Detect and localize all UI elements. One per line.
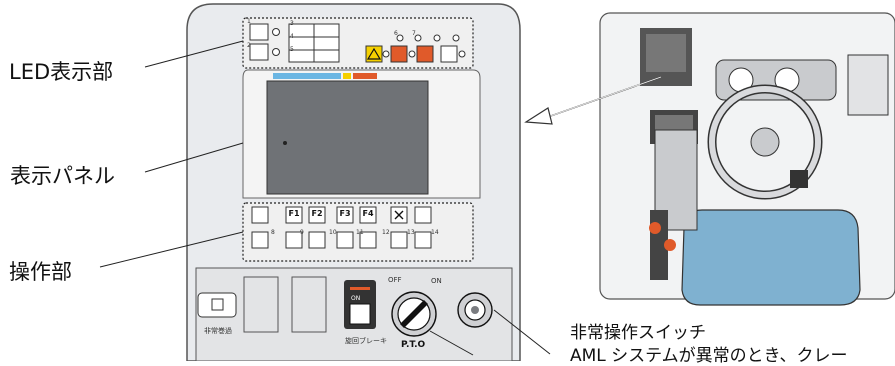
key-f1[interactable]: F1 <box>288 209 300 218</box>
led-number-5: 5 <box>290 46 294 53</box>
led-number-7: 7 <box>412 30 416 37</box>
label-emergency-switch: 非常操作スイッチ <box>570 323 706 343</box>
key-f4[interactable]: F4 <box>362 209 374 218</box>
led-number-13: 13 <box>407 229 415 236</box>
led-number-3: 3 <box>290 20 294 27</box>
leader-lines <box>99 40 551 356</box>
led-number-4: 4 <box>290 33 294 40</box>
operator-seat <box>681 209 861 306</box>
label-led-display: LED表示部 <box>9 60 114 84</box>
led-number-9: 9 <box>300 229 304 236</box>
lower-switch-panel <box>195 267 513 361</box>
label-emergency-description: AML システムが異常のとき、クレー <box>570 346 848 366</box>
keypad <box>242 202 474 262</box>
led-number-1: 1 <box>247 18 251 25</box>
label-pto-on: ON <box>431 277 442 285</box>
led-number-6: 6 <box>394 30 398 37</box>
led-number-2: 2 <box>247 42 251 49</box>
led-number-11: 11 <box>356 229 364 236</box>
label-display-panel: 表示パネル <box>10 164 115 188</box>
label-swing-brake: 旋回ブレーキ <box>345 337 387 345</box>
cab-illustration <box>599 12 895 306</box>
led-display-section <box>242 17 474 69</box>
led-number-8: 8 <box>271 229 275 236</box>
display-panel <box>266 73 429 195</box>
key-f3[interactable]: F3 <box>339 209 351 218</box>
label-switch-on: ON <box>351 295 361 302</box>
led-number-14: 14 <box>431 229 439 236</box>
label-pto: P.T.O <box>401 340 426 350</box>
key-f2[interactable]: F2 <box>311 209 323 218</box>
label-emergency-pass: 非常巻過 <box>204 327 232 335</box>
label-pto-off: OFF <box>388 276 402 284</box>
warning-triangle-icon <box>365 45 383 63</box>
zoom-arrow <box>524 76 662 125</box>
led-number-10: 10 <box>329 229 337 236</box>
stop-icon <box>390 45 408 63</box>
led-number-12: 12 <box>382 229 390 236</box>
label-controls: 操作部 <box>9 260 72 284</box>
